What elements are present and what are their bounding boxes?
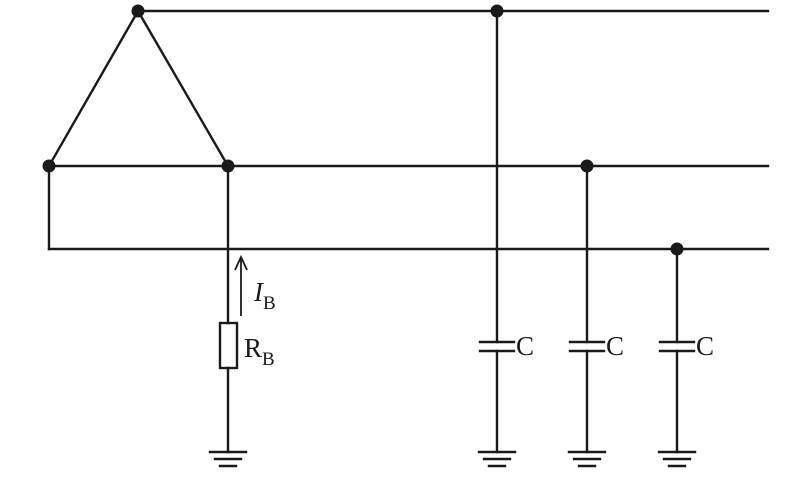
capacitor-label-3: C [696, 331, 714, 361]
capacitor-branch-2 [568, 164, 606, 454]
grounding-branch [218, 164, 239, 454]
current-label: IB [253, 277, 276, 314]
current-arrow [234, 254, 248, 316]
junction-dot-cap-2 [580, 159, 594, 173]
junction-dot-cap-3 [670, 242, 684, 256]
capacitor-label-2: C [606, 331, 624, 361]
capacitor-branch-1 [478, 9, 516, 454]
ground-symbol-cap-1 [477, 450, 517, 468]
resistor-label: RB [244, 333, 275, 370]
junction-dot-apex [131, 4, 145, 18]
junction-dot-right [221, 159, 235, 173]
resistor-label-sub: B [262, 349, 275, 370]
resistor [218, 321, 239, 370]
capacitor-branch-3 [658, 247, 696, 454]
current-label-sub: B [263, 293, 276, 314]
junction-dots [42, 4, 684, 256]
ground-symbol-cap-3 [657, 450, 697, 468]
ground-symbol-resistor [208, 450, 248, 468]
ground-symbol-cap-2 [567, 450, 607, 468]
junction-dot-cap-1 [490, 4, 504, 18]
current-label-main: I [253, 277, 265, 307]
junction-dot-left [42, 159, 56, 173]
resistor-label-main: R [244, 333, 262, 363]
capacitor-label-1: C [516, 331, 534, 361]
delta-source [47, 9, 230, 168]
